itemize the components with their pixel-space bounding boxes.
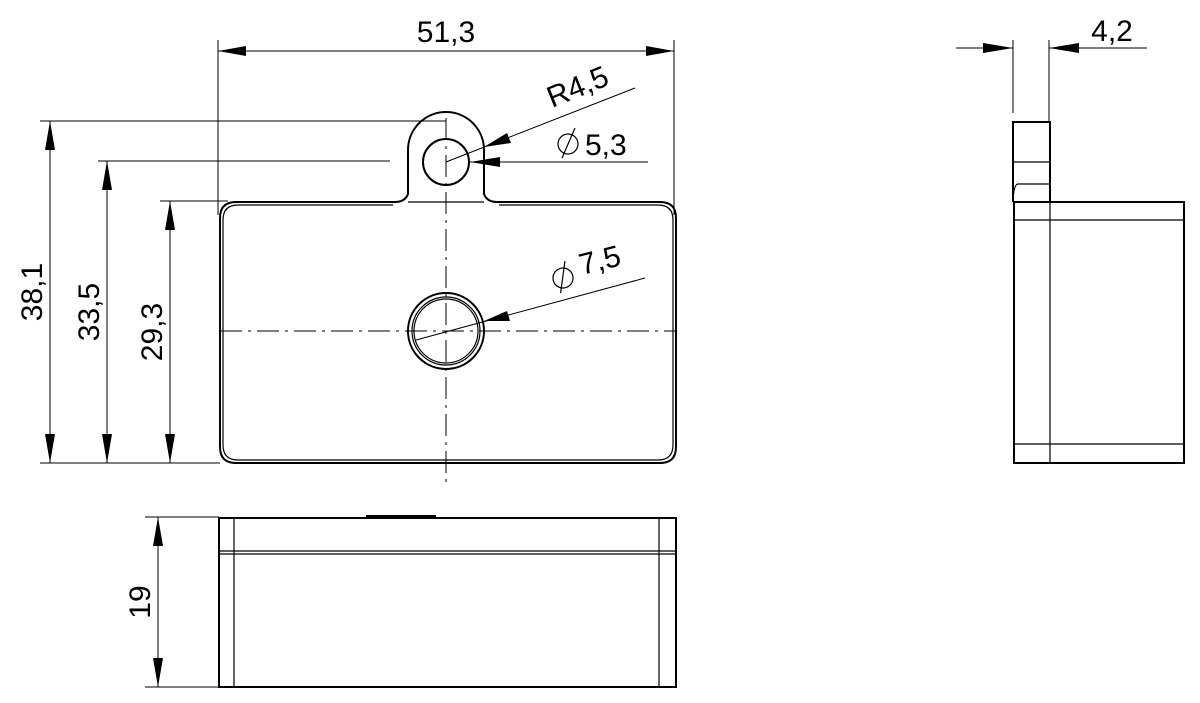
diameter-icon: [557, 127, 579, 159]
dim-center-hole: 7,5: [415, 240, 646, 341]
dim-body-height: 29,3: [136, 200, 228, 463]
bottom-lug-edge: [366, 515, 436, 519]
dim-lug-hole-height: 33,5: [73, 160, 390, 463]
dim-lug-thickness: 4,2: [956, 15, 1147, 122]
bottom-body: [218, 517, 677, 688]
depth-label: 19: [124, 585, 157, 618]
dim-depth: 19: [124, 516, 219, 688]
overall-height-label: 38,1: [16, 263, 49, 321]
overall-width-label: 51,3: [417, 16, 475, 49]
dim-lug-hole: 5,3: [470, 127, 648, 167]
body-inner-outline: [222, 204, 674, 461]
lug-hole-label: 5,3: [585, 129, 627, 162]
dim-overall-width: 51,3: [217, 16, 675, 215]
lug-thickness-label: 4,2: [1091, 15, 1133, 48]
lug-radius-label: R4,5: [542, 60, 613, 114]
dim-overall-height: 38,1: [16, 120, 446, 464]
center-hole-label: 7,5: [576, 240, 624, 282]
body-outline: [219, 111, 677, 464]
bottom-view: [218, 515, 677, 688]
diameter-icon: [552, 260, 574, 294]
body-height-label: 29,3: [136, 303, 169, 361]
side-lug-fillet: [1012, 183, 1050, 201]
front-view: [219, 111, 677, 485]
side-body: [1013, 201, 1185, 464]
side-view: [1012, 121, 1185, 464]
lug-hole-height-label: 33,5: [73, 283, 106, 341]
